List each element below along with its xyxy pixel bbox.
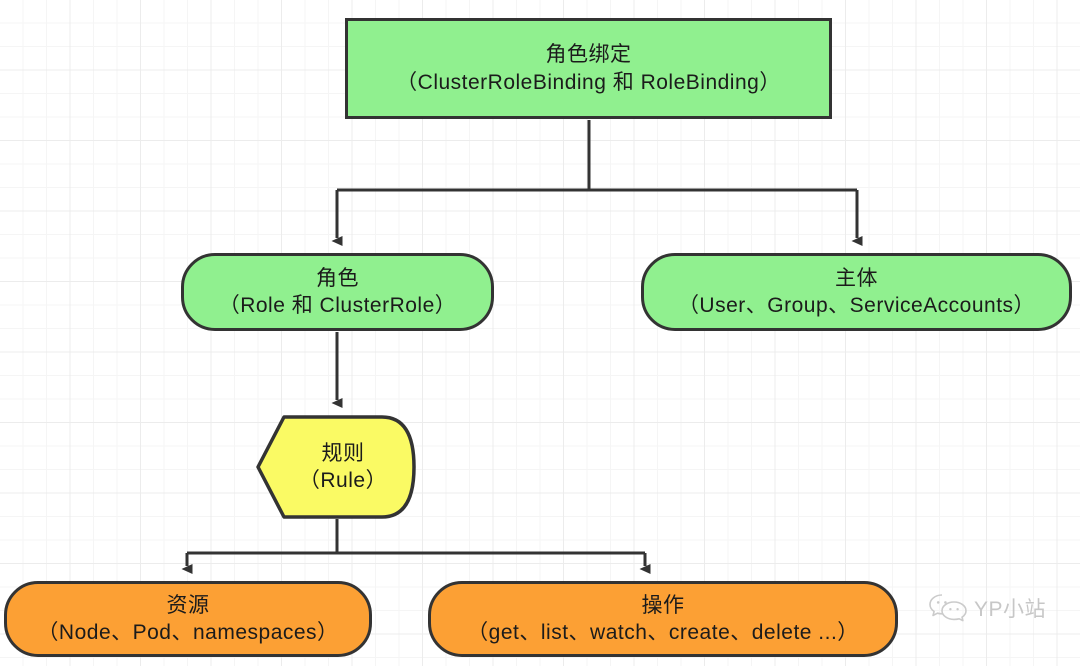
edge-rule-to-leaves [181,519,651,574]
node-verbs[interactable]: 操作 （get、list、watch、create、delete ...） [428,581,898,657]
node-subject-line2: （User、Group、ServiceAccounts） [677,294,1036,317]
edge-binding-to-children [331,120,863,246]
node-subject-line1: 主体 [835,266,878,290]
node-subject[interactable]: 主体 （User、Group、ServiceAccounts） [641,253,1072,331]
node-rule-shape [256,415,416,519]
node-verbs-line1: 操作 [641,593,685,617]
node-role-binding-line2: （ClusterRoleBinding 和 RoleBinding） [396,70,781,94]
watermark: YP小站 [928,592,1046,624]
node-resource-line1: 资源 [166,593,210,617]
node-rule-line2: （Rule） [298,469,388,492]
node-resource[interactable]: 资源 （Node、Pod、namespaces） [4,581,372,657]
node-role-line1: 角色 [316,266,359,290]
node-role-binding-line1: 角色绑定 [545,43,632,67]
node-role-line2: （Role 和 ClusterRole） [218,294,457,317]
wechat-icon [929,594,967,622]
node-role[interactable]: 角色 （Role 和 ClusterRole） [181,253,494,331]
node-role-binding[interactable]: 角色绑定 （ClusterRoleBinding 和 RoleBinding） [345,18,832,119]
node-rule[interactable]: 规则 （Rule） [256,415,416,519]
node-rule-line1: 规则 [321,441,365,465]
node-resource-line2: （Node、Pod、namespaces） [37,621,339,644]
node-verbs-line2: （get、list、watch、create、delete ...） [467,621,859,644]
watermark-text: YP小站 [974,598,1047,621]
